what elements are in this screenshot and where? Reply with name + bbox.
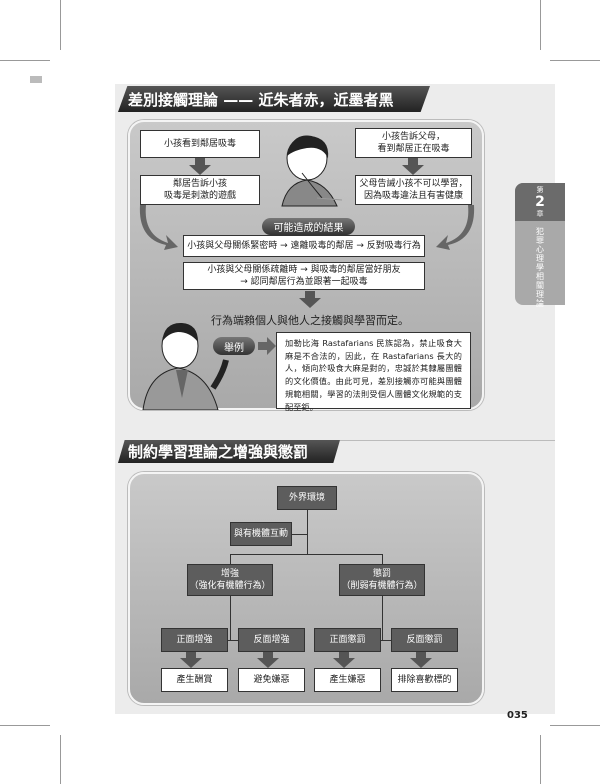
arrow-down-icon <box>186 652 196 659</box>
arrow-down-icon <box>180 658 202 668</box>
presenter-illustration <box>142 322 229 410</box>
crop-mark <box>550 60 600 61</box>
chapter-title: 犯罪心理學相關理論 <box>535 227 545 308</box>
chapter-prefix: 第 <box>536 186 544 194</box>
flow-box: 小孩告訴父母， 看到鄰居正在吸毒 <box>355 128 472 158</box>
divider <box>340 440 555 441</box>
arrow-down-icon <box>416 652 426 659</box>
arrow-down-icon <box>195 158 205 166</box>
section-title: 差別接觸理論 —— 近朱者赤，近墨者黑 <box>118 86 430 112</box>
outcome-box: 產生酬賞 <box>161 668 228 692</box>
curved-arrow-icon <box>139 205 178 250</box>
crop-mark <box>550 725 600 726</box>
outcome-box: 避免嫌惡 <box>238 668 305 692</box>
chapter-tab: 第 2 章 犯罪心理學相關理論 <box>515 183 565 308</box>
curved-arrow-icon <box>436 205 475 250</box>
result-box: 小孩與父母關係緊密時 → 遠離吸毒的鄰居 → 反對吸毒行為 <box>183 235 425 257</box>
tree-node-reinforce: 增強 （強化有機體行為） <box>187 564 273 596</box>
outcome-box: 排除喜歡標的 <box>391 668 458 692</box>
flow-box: 父母告誡小孩不可以學習， 因為吸毒違法且有害健康 <box>355 175 472 205</box>
arrow-down-icon <box>333 658 355 668</box>
crop-mark <box>60 0 61 50</box>
tree-node-interaction: 與有機體互動 <box>230 522 292 546</box>
tree-leaf: 反面增強 <box>238 628 305 652</box>
arrow-down-icon <box>263 652 273 659</box>
arrow-down-icon <box>410 658 432 668</box>
chapter-suffix: 章 <box>536 210 544 218</box>
flow-box: 小孩看到鄰居吸毒 <box>140 130 260 158</box>
outcome-box: 產生嫌惡 <box>314 668 381 692</box>
page-number: 035 <box>507 710 528 721</box>
conclusion-text: 行為端賴個人與他人之接觸與學習而定。 <box>211 314 409 327</box>
crop-mark <box>540 0 541 50</box>
crop-mark <box>0 725 50 726</box>
crop-mark <box>540 735 541 784</box>
arrow-down-icon <box>189 165 211 175</box>
result-label: 可能造成的結果 <box>262 218 355 235</box>
tree-node-root: 外界環境 <box>277 486 337 510</box>
corner-marker <box>30 76 42 83</box>
tree-leaf: 反面懲罰 <box>391 628 458 652</box>
tree-leaf: 正面增強 <box>161 628 228 652</box>
crop-mark <box>60 735 61 784</box>
arrow-down-icon <box>402 165 424 175</box>
crop-mark <box>0 60 50 61</box>
example-text: 加勒比海 Rastafarians 民族認為，禁止吸食大麻是不合法的，因此，在 … <box>276 332 471 412</box>
section-title: 制約學習理論之增強與懲罰 <box>118 440 340 463</box>
example-label: 舉例 <box>213 337 255 355</box>
flow-box: 鄰居告訴小孩 吸毒是刺激的遊戲 <box>140 175 260 205</box>
arrow-down-icon <box>305 291 315 299</box>
tree-leaf: 正面懲罰 <box>314 628 381 652</box>
arrow-down-icon <box>257 658 279 668</box>
arrow-down-icon <box>339 652 349 659</box>
chapter-number: 2 <box>535 194 545 210</box>
arrow-down-icon <box>299 298 321 308</box>
result-box: 小孩與父母關係疏離時 → 與吸毒的鄰居當好朋友 → 認同鄰居行為並跟著一起吸毒 <box>183 262 425 290</box>
arrow-down-icon <box>408 158 418 166</box>
arrow-right-icon <box>258 337 276 355</box>
person-sniffing-illustration <box>281 135 343 207</box>
tree-node-punish: 懲罰 （削弱有機體行為） <box>339 564 425 596</box>
